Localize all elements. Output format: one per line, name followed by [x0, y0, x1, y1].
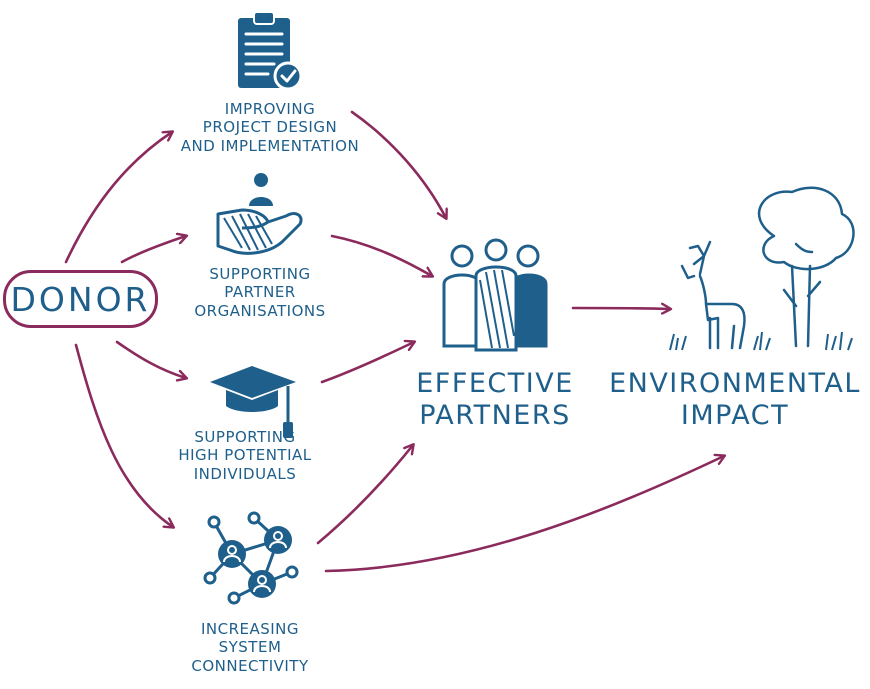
arrow-connectivity-to-partners [316, 445, 413, 545]
arrow-donor-to-connectivity [74, 343, 173, 527]
arrow-partners-to-impact [571, 308, 670, 309]
arrow-donor-to-project-design [64, 132, 172, 264]
node-partner-orgs-label: SUPPORTING PARTNER ORGANISATIONS [194, 265, 326, 320]
node-individuals-label: SUPPORTING HIGH POTENTIAL INDIVIDUALS [178, 428, 312, 483]
node-project-design-label: IMPROVING PROJECT DESIGN AND IMPLEMENTAT… [180, 100, 360, 155]
node-connectivity-label: INCREASING SYSTEM CONNECTIVITY [191, 620, 309, 675]
arrow-project-design-to-partners [350, 110, 446, 218]
donor-node: DONOR [3, 270, 158, 328]
arrow-partner-orgs-to-partners [330, 234, 432, 276]
graduation-cap-icon [210, 366, 296, 438]
deer-tree-icon [669, 186, 855, 351]
impact-environmental-label: ENVIRONMENTAL IMPACT [609, 368, 861, 432]
arrow-donor-to-partner-orgs [120, 236, 186, 264]
arrow-connectivity-to-impact [324, 456, 724, 573]
outcome-effective-partners-label: EFFECTIVE PARTNERS [416, 368, 574, 432]
group-people-icon [442, 238, 548, 352]
arrow-individuals-to-partners [320, 342, 414, 384]
network-people-icon [203, 511, 299, 605]
hand-person-icon [216, 173, 303, 255]
clipboard-check-icon [238, 11, 303, 91]
arrow-donor-to-individuals [115, 340, 186, 378]
